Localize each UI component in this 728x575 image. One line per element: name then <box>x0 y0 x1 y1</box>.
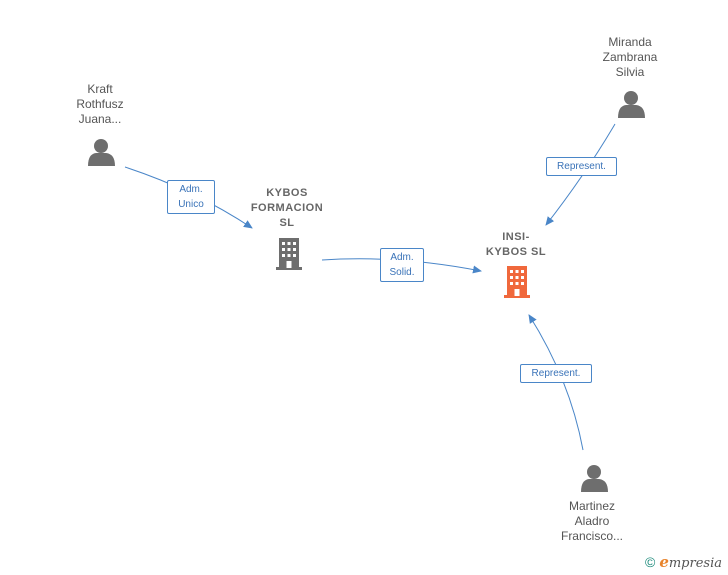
edge-label-represent-miranda: Represent. <box>546 157 617 176</box>
company-label-insi-kybos[interactable]: INSI- KYBOS SL <box>485 231 547 258</box>
person-icon[interactable] <box>88 139 115 166</box>
edge-label-adm-solid: Adm. Solid. <box>380 248 424 282</box>
person-icon[interactable] <box>581 465 608 492</box>
person-icon[interactable] <box>618 91 645 118</box>
person-label-martinez[interactable]: Martinez Aladro Francisco... <box>560 499 623 543</box>
edge-label-adm-unico: Adm. Unico <box>167 180 215 214</box>
company-label-kybos-formacion[interactable]: KYBOS FORMACION SL <box>250 187 324 229</box>
person-label-kraft[interactable]: Kraft Rothfusz Juana... <box>76 82 124 126</box>
edge-label-represent-martinez: Represent. <box>520 364 592 383</box>
copyright-icon: © <box>644 554 656 570</box>
person-label-miranda[interactable]: Miranda Zambrana Silvia <box>602 35 658 79</box>
footer-brand: © empresia <box>645 553 722 571</box>
building-icon[interactable] <box>276 238 302 270</box>
focus-building-icon[interactable] <box>504 266 530 298</box>
brand-logo: empresia <box>659 553 722 571</box>
